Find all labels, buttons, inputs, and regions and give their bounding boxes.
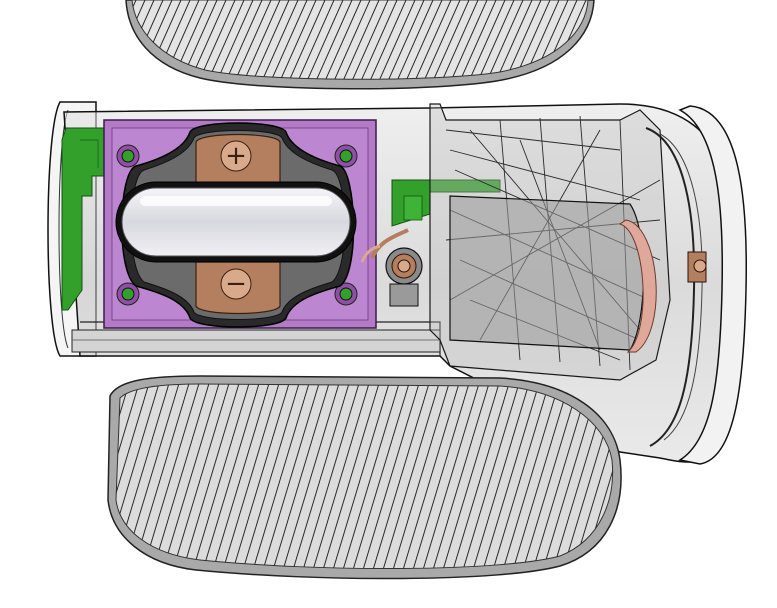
rib-line bbox=[449, 384, 511, 569]
rib-line bbox=[529, 384, 591, 569]
bottom-ribbed-pad bbox=[0, 375, 622, 580]
rib-line bbox=[269, 384, 331, 569]
rib-line bbox=[479, 384, 541, 569]
rib-line bbox=[359, 384, 421, 569]
rib-line bbox=[459, 384, 521, 569]
rib-line bbox=[469, 384, 531, 569]
rib-line bbox=[429, 384, 491, 569]
rib-line bbox=[293, 0, 335, 80]
rib-line bbox=[259, 384, 321, 569]
rib-line bbox=[116, 384, 161, 569]
rib-line bbox=[399, 384, 461, 569]
rib-line bbox=[519, 384, 581, 569]
rib-line bbox=[78, 0, 118, 90]
rib-line bbox=[446, 0, 488, 80]
rib-line bbox=[69, 0, 109, 90]
rib-line bbox=[116, 384, 131, 569]
rib-line bbox=[199, 384, 261, 569]
rib-line bbox=[219, 384, 281, 569]
rib-line bbox=[159, 384, 221, 569]
rib-line bbox=[439, 384, 501, 569]
rib-line bbox=[428, 0, 470, 80]
rib-line bbox=[401, 0, 443, 80]
rib-line bbox=[249, 384, 311, 569]
wireframe-line bbox=[445, 129, 621, 151]
rib-line bbox=[349, 384, 411, 569]
rib-line bbox=[169, 384, 231, 569]
rib-line bbox=[369, 384, 431, 569]
rib-line bbox=[302, 0, 344, 80]
rib-line bbox=[132, 0, 146, 80]
rib-line bbox=[379, 384, 441, 569]
rib-line bbox=[464, 0, 506, 80]
rib-line bbox=[229, 384, 291, 569]
rib-line bbox=[266, 0, 308, 80]
rib-line bbox=[209, 384, 271, 569]
rib-line bbox=[10, 380, 70, 580]
rib-line bbox=[50, 380, 110, 580]
rib-line bbox=[455, 0, 497, 80]
rib-line bbox=[419, 0, 461, 80]
mounting-hole bbox=[116, 144, 140, 168]
rib-line bbox=[116, 384, 141, 569]
rib-line bbox=[409, 384, 471, 569]
rib-line bbox=[383, 0, 425, 80]
rib-line bbox=[489, 384, 551, 569]
rib-line bbox=[189, 384, 251, 569]
rib-line bbox=[329, 0, 371, 80]
bottom-pad-ribs bbox=[0, 380, 613, 580]
rib-line bbox=[40, 380, 100, 580]
rib-line bbox=[509, 384, 571, 569]
mounting-hole bbox=[116, 282, 140, 306]
rib-line bbox=[419, 384, 481, 569]
rib-line bbox=[257, 0, 299, 80]
positive-contact: + bbox=[195, 133, 281, 187]
rib-line bbox=[279, 384, 341, 569]
mounting-hole bbox=[334, 282, 358, 306]
rib-line bbox=[289, 384, 351, 569]
rib-line bbox=[347, 0, 389, 80]
rib-line bbox=[374, 0, 416, 80]
rib-line bbox=[356, 0, 398, 80]
rib-line bbox=[311, 0, 353, 80]
rib-line bbox=[149, 384, 211, 569]
rib-line bbox=[365, 0, 407, 80]
rib-line bbox=[20, 380, 80, 580]
battery-cell bbox=[115, 181, 357, 263]
negative-contact: − bbox=[195, 261, 281, 315]
rib-line bbox=[248, 0, 290, 80]
screw-connector bbox=[360, 228, 423, 307]
negative-label: − bbox=[225, 269, 247, 299]
rib-line bbox=[309, 384, 371, 569]
mounting-hole bbox=[334, 144, 358, 168]
rib-line bbox=[499, 384, 561, 569]
rib-line bbox=[338, 0, 380, 80]
rib-line bbox=[239, 384, 301, 569]
rib-line bbox=[116, 384, 151, 569]
rib-line bbox=[87, 0, 127, 90]
rib-line bbox=[179, 384, 241, 569]
rib-line bbox=[410, 0, 452, 80]
rib-line bbox=[392, 0, 434, 80]
positive-label: + bbox=[225, 141, 247, 171]
rib-line bbox=[239, 0, 281, 80]
rib-line bbox=[299, 384, 361, 569]
rib-line bbox=[320, 0, 362, 80]
rib-line bbox=[339, 384, 401, 569]
top-ribbed-pad bbox=[60, 0, 595, 90]
rib-line bbox=[389, 384, 451, 569]
rib-line bbox=[284, 0, 326, 80]
rib-line bbox=[437, 0, 479, 80]
rib-line bbox=[60, 0, 100, 90]
right-end-cap bbox=[645, 105, 747, 465]
rib-line bbox=[275, 0, 317, 80]
rib-line bbox=[30, 380, 90, 580]
rib-line bbox=[319, 384, 381, 569]
rib-line bbox=[329, 384, 391, 569]
right-mechanism bbox=[429, 103, 671, 381]
rib-line bbox=[0, 380, 60, 580]
